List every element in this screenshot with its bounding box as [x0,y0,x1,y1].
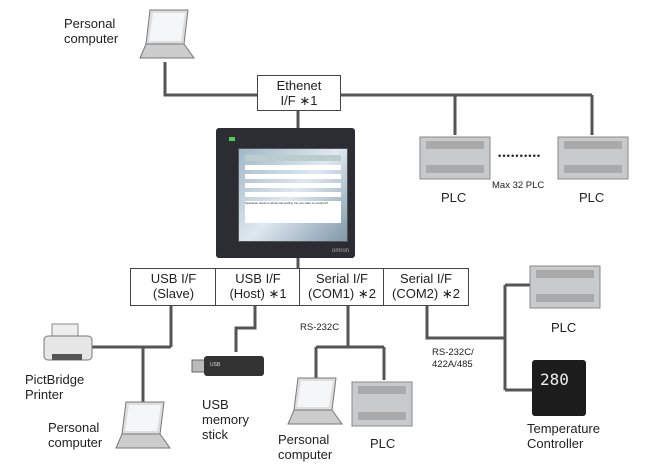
serial-com2-box: Serial I/F(COM2) ∗2 [383,268,469,306]
laptop-icon [115,401,171,449]
ethernet-if-box: Ethenet I/F ∗1 [257,75,341,111]
svg-text:USB: USB [210,362,221,368]
if-sub: (Slave) [152,286,195,301]
line-host [234,305,257,352]
laptop-icon [287,377,343,425]
slave-pc-label: Personal computer [48,420,103,450]
serial-com1-box: Serial I/F(COM1) ∗2 [299,268,385,306]
top-pc-label: Personal computer [64,16,119,46]
printer-icon [43,323,93,361]
plc-dots: •••••••••• [498,151,542,162]
max-plc-note: Max 32 PLC [492,180,545,191]
line-com2 [425,305,505,340]
com2-protocol: RS-232C/ 422A/485 [432,347,474,370]
plc-icon [529,265,601,309]
plc-icon [419,136,491,180]
ethernet-note: I/F ∗1 [280,93,318,108]
plc-top-right-label: PLC [579,190,605,205]
temp-controller-label: Temperature Controller [527,421,600,451]
plc-icon [351,381,413,427]
plc-top-left-label: PLC [441,190,467,205]
com2-plc-label: PLC [551,320,577,335]
ethernet-label: Ethenet [276,78,322,93]
temp-display: 280 [540,370,569,389]
if-label: Serial I/F [315,271,368,286]
com1-protocol: RS-232C [300,322,340,333]
com1-plc-label: PLC [370,436,396,451]
if-sub: (Host) ∗1 [229,286,287,301]
plc-icon [557,136,629,180]
if-label: USB I/F [235,271,281,286]
hmi-brand: omron [331,248,349,254]
com1-pc-label: Personal computer [278,432,333,462]
usb-slave-box: USB I/F(Slave) [130,268,217,306]
hmi-dialog: Operation stand-in abnormal setting. Do … [245,201,341,223]
line-top-pc [163,62,258,97]
usb-host-box: USB I/F(Host) ∗1 [215,268,301,306]
if-sub: (COM2) ∗2 [392,286,460,301]
printer-label: PictBridge Printer [25,372,85,402]
if-label: USB I/F [150,271,197,286]
hmi-screen: Operation stand-in abnormal setting. Do … [238,148,348,242]
usb-stick-icon: USB [191,356,264,376]
if-label: Serial I/F [399,271,452,286]
temperature-controller-icon: 280 [532,360,586,416]
if-sub: (COM1) ∗2 [308,286,376,301]
laptop-icon [139,9,195,59]
power-led-icon [229,137,235,141]
hmi-terminal: Operation stand-in abnormal setting. Do … [216,128,355,258]
usb-stick-label: USB memory stick [202,397,249,442]
